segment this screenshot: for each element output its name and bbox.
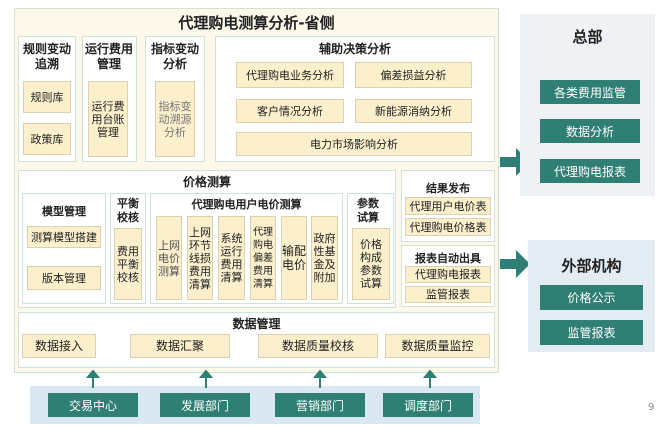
price-title: 价格测算 bbox=[182, 175, 231, 189]
user-price-title: 代理购电用户电价测算 bbox=[191, 198, 302, 211]
source-button[interactable]: 营销部门 bbox=[275, 393, 365, 417]
opcost-title: 运行费用管理 bbox=[85, 42, 134, 71]
ext-button[interactable]: 价格公示 bbox=[540, 285, 643, 310]
user-price-item[interactable]: 输配电价 bbox=[281, 216, 307, 300]
data-title: 数据管理 bbox=[232, 317, 281, 331]
source-button[interactable]: 交易中心 bbox=[48, 393, 138, 417]
page-number: 9 bbox=[648, 402, 655, 413]
model-title: 模型管理 bbox=[42, 205, 86, 218]
report-title: 报表自动出具 bbox=[415, 252, 481, 265]
result-item[interactable]: 代理购电价格表 bbox=[405, 218, 491, 236]
indicator-trace[interactable]: 指标变动溯源分析 bbox=[155, 81, 195, 157]
ext-button[interactable]: 监管报表 bbox=[540, 320, 643, 345]
balance-check[interactable]: 费用平衡校核 bbox=[114, 228, 142, 300]
aux-item[interactable]: 客户情况分析 bbox=[236, 99, 344, 123]
rule-trace-title: 规则变动追溯 bbox=[22, 42, 71, 71]
user-price-item[interactable]: 上网环节线损费用清算 bbox=[187, 216, 213, 300]
hq-button[interactable]: 代理购电报表 bbox=[540, 159, 640, 183]
user-price-item[interactable]: 上网电价测算 bbox=[156, 216, 182, 300]
user-price-item[interactable]: 政府性基金及附加 bbox=[311, 216, 338, 300]
user-price-box bbox=[150, 193, 343, 304]
user-price-item[interactable]: 代理购电偏差费用清算 bbox=[250, 216, 276, 300]
data-item[interactable]: 数据接入 bbox=[22, 334, 96, 358]
result-item[interactable]: 代理用户电价表 bbox=[405, 197, 491, 215]
main-title: 代理购电测算分析-省侧 bbox=[178, 14, 335, 32]
balance-title: 平衡校核 bbox=[117, 197, 139, 224]
aux-title: 辅助决策分析 bbox=[318, 42, 391, 56]
hq-title: 总部 bbox=[572, 28, 603, 46]
policy-library[interactable]: 政策库 bbox=[23, 123, 71, 155]
result-title: 结果发布 bbox=[426, 182, 470, 195]
source-button[interactable]: 调度部门 bbox=[383, 393, 473, 417]
report-item[interactable]: 监管报表 bbox=[405, 286, 491, 303]
ext-title: 外部机构 bbox=[561, 257, 622, 275]
aux-item[interactable]: 新能源消纳分析 bbox=[355, 99, 472, 123]
version-mgmt[interactable]: 版本管理 bbox=[27, 266, 101, 290]
source-button[interactable]: 发展部门 bbox=[160, 393, 250, 417]
aux-item[interactable]: 电力市场影响分析 bbox=[236, 132, 472, 156]
aux-item[interactable]: 代理购电业务分析 bbox=[236, 62, 344, 88]
right-arrow-icon bbox=[500, 250, 530, 278]
data-item[interactable]: 数据汇聚 bbox=[130, 334, 230, 358]
opcost-ledger[interactable]: 运行费用台账管理 bbox=[88, 81, 128, 157]
hq-button[interactable]: 数据分析 bbox=[540, 119, 640, 143]
up-arrows-icon bbox=[85, 370, 438, 388]
indicator-title: 指标变动分析 bbox=[150, 42, 199, 71]
aux-item[interactable]: 偏差损益分析 bbox=[355, 62, 472, 88]
param-trial[interactable]: 价格构成参数试算 bbox=[352, 228, 390, 300]
model-build[interactable]: 测算模型搭建 bbox=[27, 226, 101, 248]
data-item[interactable]: 数据质量监控 bbox=[385, 334, 490, 358]
rule-library[interactable]: 规则库 bbox=[23, 81, 71, 113]
report-item[interactable]: 代理购电报表 bbox=[405, 266, 491, 283]
user-price-item[interactable]: 系统运行费用清算 bbox=[218, 216, 245, 300]
data-item[interactable]: 数据质量校核 bbox=[258, 334, 378, 358]
param-title: 参数试算 bbox=[357, 197, 379, 224]
hq-button[interactable]: 各类费用监管 bbox=[540, 80, 640, 104]
